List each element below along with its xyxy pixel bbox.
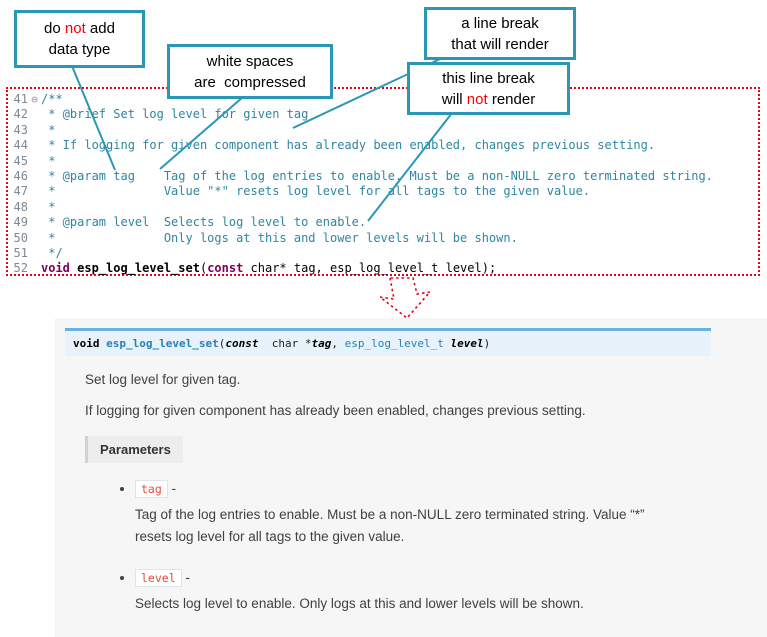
code-text: * @param level Selects log level to enab… [41,215,367,230]
punctuation: ( [218,337,226,350]
text-fragment-red: not [64,20,86,37]
line-number: 45 [13,153,28,168]
rendered-doc-panel: void esp_log_level_set(const char *tag, … [55,318,767,637]
brief-paragraph: Set log level for given tag. [85,372,241,387]
dash: - [167,481,177,496]
line-number: 52 [13,261,28,276]
down-arrow [377,277,433,320]
code-text: * Only logs at this and lower levels wil… [41,230,518,245]
code-line: 47 * Value "*" resets log level for all … [8,184,758,199]
code-text: * [41,122,56,137]
punctuation [444,337,451,350]
text-fragment: do [44,20,65,37]
code-text: * Value "*" resets log level for all tag… [41,184,591,199]
code-line: 42 * @brief Set log level for given tag [8,107,758,122]
code-line: 46 * @param tag Tag of the log entries t… [8,169,758,184]
text-fragment: render [487,90,536,108]
line-number: 48 [13,199,28,214]
callout-no-data-type: do not add data type [14,10,145,68]
param-description: Tag of the log entries to enable. Must b… [135,507,645,544]
punctuation: ) [483,337,491,350]
line-number: 44 [13,138,28,153]
parameter-item: tag - Tag of the log entries to enable. … [135,480,767,548]
code-text: /** [41,92,63,106]
param-description: Selects log level to enable. Only logs a… [135,595,584,611]
param-type: char * [258,337,312,350]
keyword-const: const [225,337,259,350]
function-name: esp_log_level_set [106,337,219,350]
line-number: 41 [13,92,28,106]
callout-line-break-no-render: this line break will not render [407,62,570,115]
line-number: 43 [13,122,28,137]
callout-line-break-renders: a line break that will render [424,7,576,60]
function-signature: void esp_log_level_set(const char *tag, … [65,328,711,356]
callout-text-line: white spaces [206,52,294,70]
code-editor[interactable]: 41⊖/** 42 * @brief Set log level for giv… [6,87,760,276]
parameters-heading: Parameters [85,436,183,463]
callout-text-line: are compressed [194,73,306,91]
code-line: 45 * [8,154,758,169]
param-name-chip: level [135,568,182,587]
code-line-declaration: 52 void esp_log_level_set(const char* tag… [8,261,758,276]
code-text: ( [199,261,208,276]
dash: - [181,569,190,585]
code-line: 49 * @param level Selects log level to e… [8,215,758,230]
callout-whitespace-compressed: white spaces are compressed [167,44,333,99]
description-paragraph: If logging for given component has alrea… [85,403,586,418]
code-line: 51 */ [8,246,758,261]
line-number: 51 [13,246,28,261]
code-text: * [41,153,56,168]
param-name: tag [311,337,332,350]
code-line: 48 * [8,200,758,215]
code-text: * @brief Set log level for given tag [41,107,309,122]
text-fragment-red: not [466,90,488,108]
line-number: 46 [13,169,28,184]
param-name: level [450,337,484,350]
code-text: * @param tag Tag of the log entries to e… [41,169,713,184]
function-name: esp_log_level_set [77,261,200,276]
line-number: 47 [13,184,28,199]
type-link[interactable]: esp_log_level_t [344,337,444,350]
return-type: void [73,337,107,350]
param-name-chip: tag [135,480,168,498]
line-number: 50 [13,230,28,245]
parameter-item: level - Selects log level to enable. Onl… [135,568,767,615]
code-text: char* tag, esp_log_level_t level); [243,261,497,276]
code-text: * [41,199,56,214]
line-number: 49 [13,215,28,230]
fold-minus-icon[interactable]: ⊖ [31,93,38,106]
keyword: const [207,261,244,276]
callout-text-line: do not add [17,18,142,39]
callout-text-line: this line break [442,69,535,87]
parameter-list: tag - Tag of the log entries to enable. … [119,480,767,615]
text-fragment: will [441,90,467,108]
code-line: 41⊖/** [8,92,758,107]
code-line: 50 * Only logs at this and lower levels … [8,231,758,246]
code-line: 44 * If logging for given component has … [8,138,758,153]
line-number: 42 [13,107,28,122]
code-text: * If logging for given component has alr… [41,138,656,153]
code-line: 43 * [8,123,758,138]
callout-text-line: data type [48,41,111,58]
text-fragment: add [85,20,115,37]
code-text: */ [41,246,63,261]
callout-text-line: a line break [461,14,539,32]
callout-text-line: will not render [410,89,567,110]
callout-text-line: that will render [451,35,549,53]
keyword: void [41,261,78,276]
punctuation: , [331,337,345,350]
